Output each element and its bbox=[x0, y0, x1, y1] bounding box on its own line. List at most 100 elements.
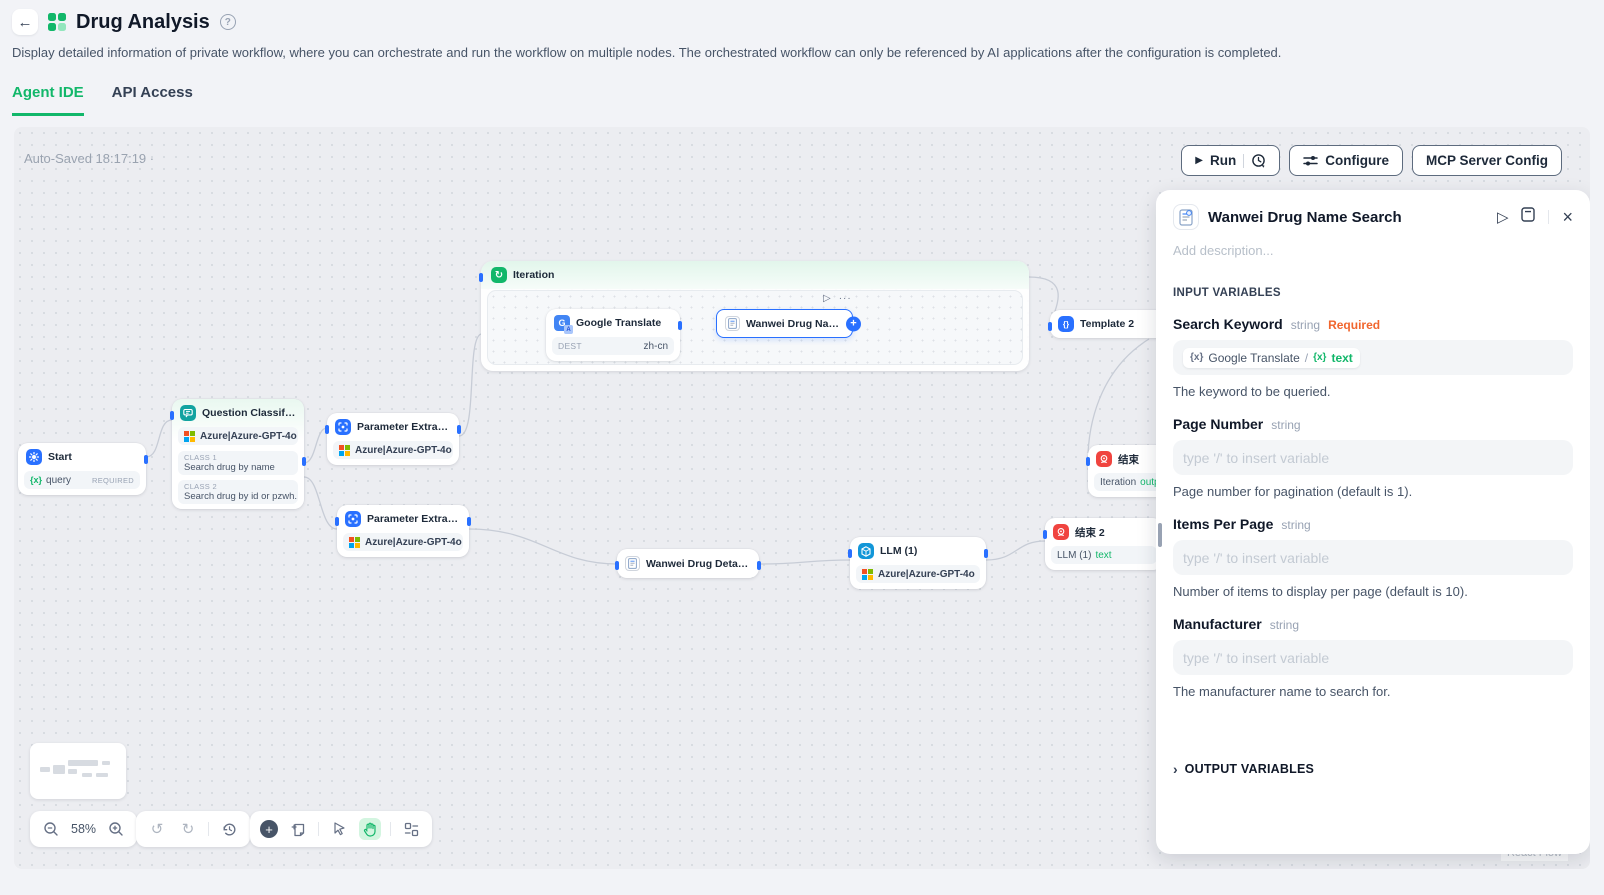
add-node-button[interactable]: + bbox=[260, 820, 278, 838]
output-variables-toggle[interactable]: › OUTPUT VARIABLES bbox=[1173, 761, 1573, 777]
undo-icon[interactable]: ↺ bbox=[146, 818, 168, 840]
param-label: DEST bbox=[558, 341, 582, 351]
azure-logo-icon bbox=[349, 537, 360, 548]
model-selector[interactable]: Azure|Azure-GPT-4o bbox=[178, 427, 298, 445]
node-title: Wanwei Drug Name Search bbox=[746, 318, 844, 330]
add-next-node-button[interactable]: + bbox=[846, 316, 861, 331]
node-parameter-extractor-2[interactable]: Parameter Extractor 2 Azure|Azure-GPT-4o bbox=[337, 505, 469, 557]
tab-api-access[interactable]: API Access bbox=[112, 84, 193, 116]
panel-resize-handle[interactable] bbox=[1158, 523, 1162, 547]
output-handle[interactable] bbox=[302, 457, 306, 466]
node-start[interactable]: Start {x} query REQUIRED bbox=[18, 443, 146, 495]
node-title: Question Classifier bbox=[202, 407, 296, 419]
input-handle[interactable] bbox=[325, 425, 329, 434]
configure-button[interactable]: Configure bbox=[1289, 145, 1403, 176]
output-handle[interactable] bbox=[144, 455, 148, 464]
field-label: Search Keyword bbox=[1173, 316, 1283, 332]
input-handle[interactable] bbox=[1043, 530, 1047, 539]
redo-icon[interactable]: ↻ bbox=[177, 818, 199, 840]
output-handle[interactable] bbox=[984, 549, 988, 558]
run-history-clock-icon[interactable] bbox=[1251, 153, 1266, 168]
page-description: Display detailed information of private … bbox=[12, 45, 1281, 60]
minimap[interactable] bbox=[30, 743, 126, 799]
node-title: 结束 2 bbox=[1075, 525, 1105, 540]
zoom-level[interactable]: 58% bbox=[71, 822, 96, 836]
mcp-server-config-button[interactable]: MCP Server Config bbox=[1412, 145, 1562, 176]
node-wanwei-drug-name-search[interactable]: Wanwei Drug Name Search + bbox=[716, 309, 853, 338]
node-template-2[interactable]: {} Template 2 bbox=[1050, 310, 1168, 338]
input-handle[interactable] bbox=[335, 517, 339, 526]
model-selector[interactable]: Azure|Azure-GPT-4o bbox=[343, 533, 463, 551]
organize-layout-icon[interactable] bbox=[400, 818, 422, 840]
model-name: Azure|Azure-GPT-4o bbox=[200, 431, 297, 442]
more-icon[interactable]: ··· bbox=[839, 293, 852, 304]
tools-toolbar: + bbox=[250, 811, 432, 847]
node-end-2[interactable]: 结束 2 LLM (1) text bbox=[1045, 518, 1163, 570]
node-iteration[interactable]: ↻ Iteration ▷ ··· G A Google Translate D… bbox=[481, 261, 1029, 371]
help-icon[interactable]: ? bbox=[220, 14, 236, 30]
items-per-page-input[interactable] bbox=[1183, 550, 1563, 566]
sliders-icon bbox=[1303, 154, 1318, 167]
description-placeholder[interactable]: Add description... bbox=[1173, 243, 1573, 258]
zoom-out-icon[interactable] bbox=[40, 818, 62, 840]
node-mini-toolbar: ▷ ··· bbox=[823, 293, 852, 304]
model-selector[interactable]: Azure|Azure-GPT-4o bbox=[333, 441, 453, 459]
page-number-input[interactable] bbox=[1183, 450, 1563, 466]
input-handle[interactable] bbox=[1048, 322, 1052, 331]
chip-source-node: Google Translate bbox=[1208, 351, 1299, 365]
panel-run-icon[interactable]: ▷ bbox=[1497, 208, 1509, 226]
node-play-icon[interactable]: ▷ bbox=[823, 293, 831, 304]
variable-chip[interactable]: {x} Google Translate / {x} text bbox=[1183, 348, 1360, 368]
back-button[interactable]: ← bbox=[12, 9, 38, 35]
history-toolbar: ↺ ↻ bbox=[136, 811, 250, 847]
output-variables-heading: OUTPUT VARIABLES bbox=[1185, 762, 1314, 776]
variable-icon: {x} bbox=[1313, 352, 1326, 363]
manufacturer-input[interactable] bbox=[1183, 650, 1563, 666]
node-wanwei-drug-detailed-info[interactable]: Wanwei Drug Detailed Info... bbox=[617, 549, 759, 578]
output-source: Iteration bbox=[1100, 477, 1136, 488]
close-icon[interactable]: × bbox=[1562, 207, 1573, 228]
input-handle[interactable] bbox=[848, 549, 852, 558]
wanwei-document-icon bbox=[625, 556, 640, 571]
output-handle[interactable] bbox=[757, 561, 761, 570]
app-header: ← Drug Analysis ? Display detailed infor… bbox=[0, 0, 1604, 127]
param-value: zh-cn bbox=[644, 341, 668, 352]
tab-agent-ide[interactable]: Agent IDE bbox=[12, 84, 84, 116]
node-llm-1[interactable]: LLM (1) Azure|Azure-GPT-4o bbox=[850, 537, 986, 589]
autosave-status: Auto-Saved 18:17:19 · bbox=[24, 151, 154, 166]
parameter-extractor-icon bbox=[345, 511, 361, 527]
end-icon bbox=[1053, 524, 1069, 540]
model-selector[interactable]: Azure|Azure-GPT-4o bbox=[856, 565, 980, 583]
zoom-in-icon[interactable] bbox=[105, 818, 127, 840]
input-handle[interactable] bbox=[1086, 457, 1090, 466]
variable-value-box[interactable]: {x} Google Translate / {x} text bbox=[1173, 340, 1573, 375]
output-handle[interactable] bbox=[678, 321, 682, 330]
input-handle[interactable] bbox=[479, 273, 483, 282]
wanwei-document-icon bbox=[1173, 204, 1199, 230]
model-name: Azure|Azure-GPT-4o bbox=[878, 569, 975, 580]
node-title: Iteration bbox=[513, 269, 554, 281]
node-google-translate[interactable]: G A Google Translate DEST zh-cn bbox=[546, 309, 680, 361]
variable-name: query bbox=[46, 475, 71, 486]
panel-save-icon[interactable] bbox=[1521, 207, 1535, 227]
version-history-icon[interactable] bbox=[218, 818, 240, 840]
workflow-canvas[interactable]: Auto-Saved 18:17:19 · ▶ Run Configure MC… bbox=[14, 127, 1590, 869]
add-note-icon[interactable] bbox=[287, 818, 309, 840]
pointer-tool-icon[interactable] bbox=[328, 818, 350, 840]
mcp-label: MCP Server Config bbox=[1426, 153, 1548, 168]
field-type: string bbox=[1271, 418, 1300, 432]
node-parameter-extractor-1[interactable]: Parameter Extractor 1 Azure|Azure-GPT-4o bbox=[327, 413, 459, 465]
output-handle[interactable] bbox=[457, 425, 461, 434]
parameter-extractor-icon bbox=[335, 419, 351, 435]
input-handle[interactable] bbox=[615, 561, 619, 570]
field-label: Manufacturer bbox=[1173, 616, 1262, 632]
wanwei-document-icon bbox=[725, 316, 740, 331]
hand-tool-icon[interactable] bbox=[359, 818, 381, 840]
input-handle[interactable] bbox=[170, 411, 174, 420]
output-handle[interactable] bbox=[467, 517, 471, 526]
node-question-classifier[interactable]: Question Classifier Azure|Azure-GPT-4o C… bbox=[172, 399, 304, 509]
tab-bar: Agent IDE API Access bbox=[12, 84, 193, 116]
run-button[interactable]: ▶ Run bbox=[1181, 145, 1280, 176]
model-name: Azure|Azure-GPT-4o bbox=[365, 537, 462, 548]
variable-icon: {x} bbox=[1190, 352, 1203, 363]
